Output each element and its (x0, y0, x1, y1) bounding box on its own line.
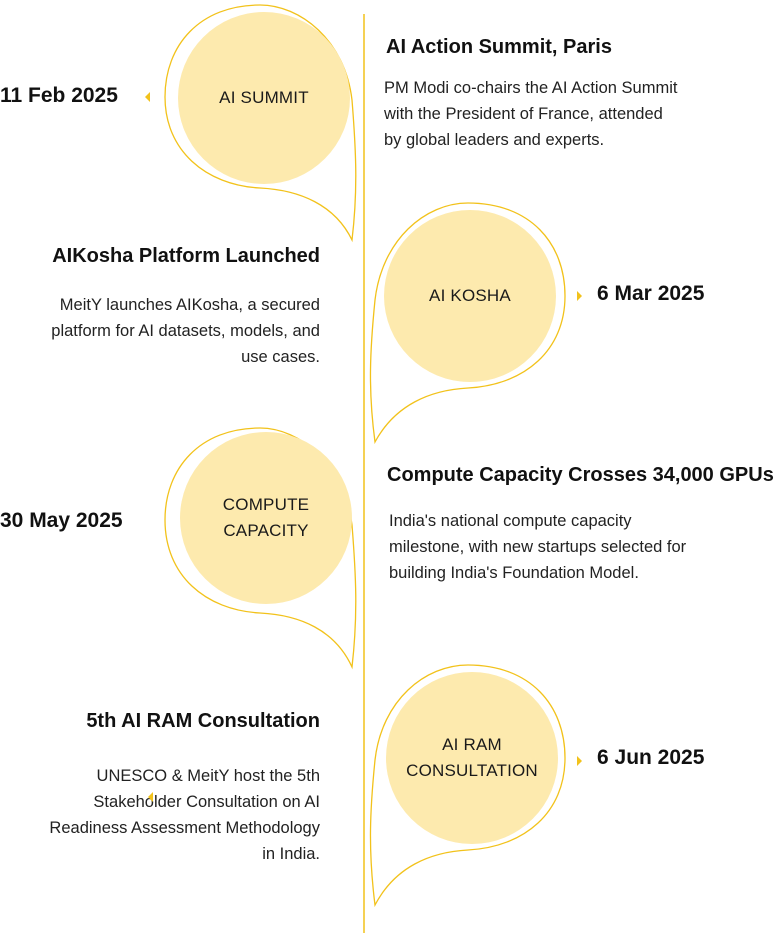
node-ai-summit: AI SUMMIT (178, 12, 350, 184)
teardrop-outline-1 (164, 4, 357, 243)
event-date: 6 Mar 2025 (597, 282, 705, 305)
event-description: India's national compute capacity milest… (389, 512, 687, 582)
caret-right-icon (577, 291, 582, 301)
node-ai-ram-consultation: AI RAM CONSULTATION (386, 672, 558, 844)
event-title: Compute Capacity Crosses 34,000 GPUs (387, 464, 774, 486)
node-label: AI RAM CONSULTATION (406, 735, 538, 780)
node-compute-capacity: COMPUTE CAPACITY (180, 432, 352, 604)
event-description: UNESCO & MeitY host the 5th Stakeholder … (49, 767, 320, 863)
caret-left-icon (148, 792, 153, 802)
event-title: 5th AI RAM Consultation (86, 710, 320, 732)
event-date: 30 May 2025 (0, 509, 123, 532)
node-label: AI SUMMIT (219, 88, 309, 107)
teardrop-outline-3 (164, 427, 357, 670)
caret-left-icon (145, 92, 150, 102)
event-description: MeitY launches AIKosha, a secured platfo… (51, 296, 320, 366)
event-date: 11 Feb 2025 (0, 84, 118, 107)
node-ai-kosha: AI KOSHA (384, 210, 556, 382)
event-date: 6 Jun 2025 (597, 746, 705, 769)
event-description: PM Modi co-chairs the AI Action Summit w… (384, 79, 678, 149)
teardrop-outline-4 (369, 664, 566, 908)
teardrop-outline-2 (369, 202, 566, 445)
node-label: AI KOSHA (429, 286, 511, 305)
caret-right-icon (577, 756, 582, 766)
event-title: AIKosha Platform Launched (52, 245, 320, 267)
event-title: AI Action Summit, Paris (386, 36, 612, 58)
node-label: COMPUTE CAPACITY (222, 495, 310, 540)
